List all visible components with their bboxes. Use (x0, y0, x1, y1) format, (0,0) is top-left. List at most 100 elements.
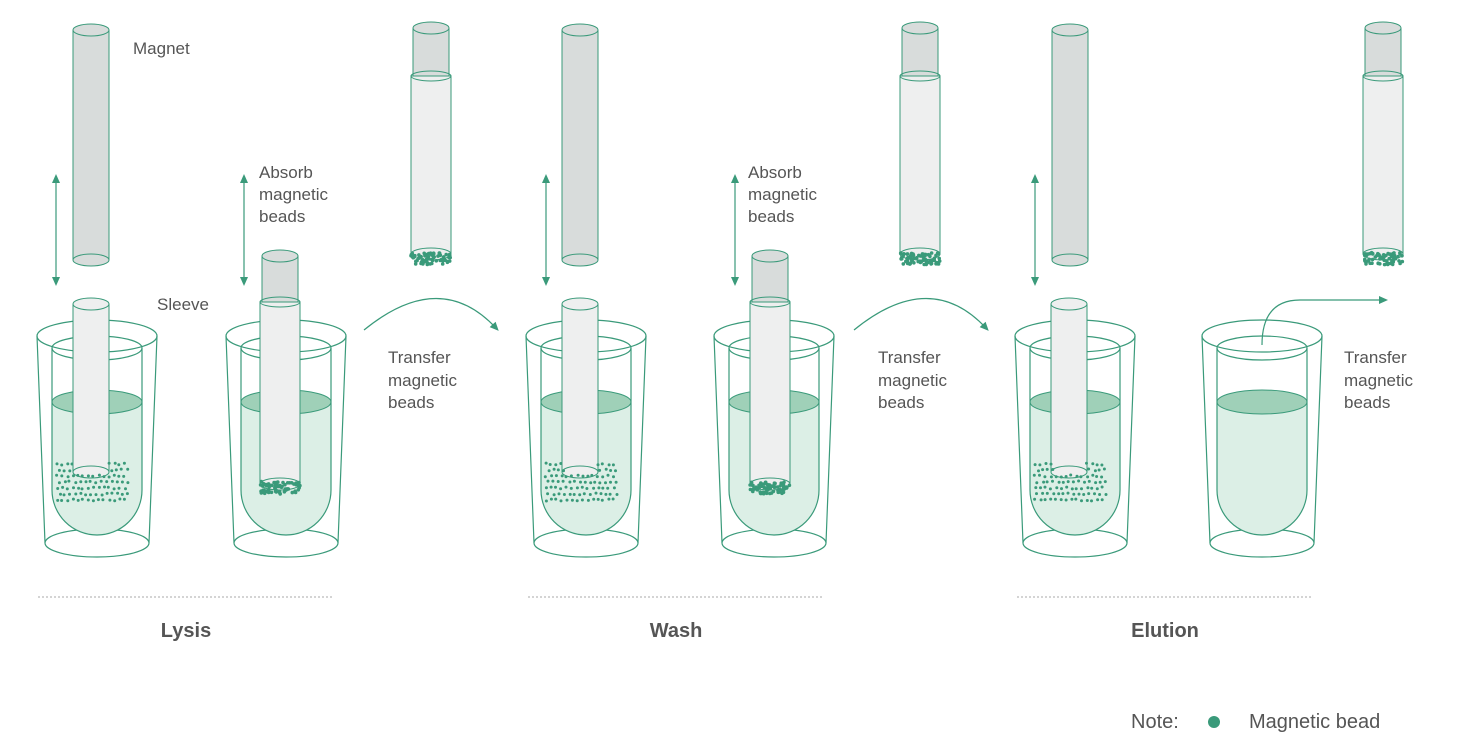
magnetic-bead (544, 499, 548, 503)
magnetic-bead (588, 493, 592, 496)
magnetic-bead (1041, 491, 1045, 495)
magnetic-bead (1035, 481, 1039, 485)
magnetic-bead (124, 487, 127, 491)
transfer-label-3: Transfer magnetic beads (1344, 348, 1413, 412)
magnetic-bead (66, 462, 70, 466)
sleeve-rod-2 (561, 297, 599, 479)
magnetic-bead (759, 483, 764, 488)
magnetic-bead (776, 490, 780, 495)
tube-outer-body (1201, 335, 1323, 544)
magnet-top (412, 21, 450, 35)
magnetic-bead (441, 255, 446, 259)
svg-text:beads: beads (388, 393, 434, 412)
magnetic-bead (107, 461, 111, 465)
magnetic-bead (263, 482, 268, 487)
magnetic-bead (906, 255, 910, 260)
magnetic-bead (570, 498, 574, 502)
magnetic-bead (80, 474, 84, 478)
magnetic-bead (1087, 492, 1091, 496)
dispersed-beads (1032, 461, 1108, 503)
magnetic-bead (97, 473, 101, 477)
magnetic-bead (440, 262, 445, 266)
magnetic-bead (55, 473, 59, 477)
magnet-bottom (1051, 253, 1089, 267)
magnetic-bead (1049, 462, 1053, 466)
magnetic-bead (258, 483, 263, 487)
svg-text:Absorb: Absorb (748, 163, 802, 182)
magnetic-bead (757, 486, 761, 490)
magnetic-bead (549, 485, 553, 489)
magnetic-bead (262, 491, 267, 495)
magnetic-bead (1075, 474, 1079, 478)
magnetic-bead (117, 486, 121, 490)
magnetic-bead (548, 463, 552, 466)
magnetic-bead (926, 252, 931, 257)
bead-cluster (748, 480, 792, 496)
magnetic-bead (568, 480, 572, 484)
magnet-top (561, 23, 599, 37)
magnetic-bead (1035, 492, 1038, 496)
magnetic-bead (775, 485, 780, 489)
magnetic-bead (1044, 462, 1048, 465)
magnetic-bead (112, 473, 116, 477)
magnetic-bead (1098, 493, 1102, 496)
magnetic-bead (1043, 498, 1047, 502)
sleeve-body (1362, 75, 1404, 255)
magnet-top (1051, 23, 1089, 37)
absorb-label-1: Absorb magnetic beads (259, 163, 328, 226)
magnetic-bead (110, 479, 114, 483)
magnetic-bead (1079, 475, 1083, 479)
magnetic-bead (120, 492, 124, 496)
magnetic-bead (421, 258, 425, 262)
magnetic-bead (556, 480, 560, 483)
svg-text:beads: beads (259, 207, 305, 226)
sleeve-bottom (1050, 465, 1088, 479)
magnetic-bead (763, 480, 768, 485)
magnetic-bead (100, 493, 104, 497)
magnetic-bead (1049, 475, 1053, 479)
magnetic-bead (1095, 463, 1099, 467)
magnetic-bead (60, 474, 64, 478)
sleeve-top-rim (749, 296, 791, 308)
magnetic-bead (1038, 473, 1041, 477)
magnetic-bead (97, 485, 101, 489)
svg-text:magnetic: magnetic (748, 185, 817, 204)
magnetic-bead (1095, 475, 1099, 478)
magnetic-bead (1087, 479, 1091, 483)
magnet-body (1051, 29, 1089, 261)
sleeve-top-rim (259, 296, 301, 308)
magnet-bottom (561, 253, 599, 267)
magnetic-bead (269, 490, 274, 495)
svg-text:Transfer: Transfer (878, 348, 941, 367)
magnetic-bead (101, 498, 105, 502)
magnetic-bead (259, 479, 264, 484)
magnetic-bead (606, 486, 610, 490)
magnetic-bead (554, 474, 558, 478)
magnetic-bead (74, 481, 78, 485)
magnetic-bead (126, 467, 130, 471)
magnetic-bead (589, 481, 593, 485)
magnetic-bead (1074, 497, 1078, 501)
magnetic-bead (448, 255, 453, 260)
magnetic-bead (564, 475, 568, 479)
magnetic-bead (1370, 257, 1375, 262)
magnetic-bead (428, 262, 432, 266)
magnetic-bead (94, 481, 98, 485)
magnetic-bead (782, 480, 786, 485)
magnetic-bead (585, 487, 589, 490)
magnetic-bead (1057, 492, 1061, 496)
sleeve-top (72, 297, 110, 311)
transfer-label-2: Transfer magnetic beads (878, 348, 947, 412)
magnetic-bead (282, 490, 287, 494)
magnetic-bead (56, 498, 60, 502)
magnetic-bead (68, 492, 71, 496)
magnetic-bead (115, 480, 119, 484)
magnetic-bead (1074, 487, 1078, 491)
magnetic-bead (543, 475, 547, 479)
magnetic-bead (569, 474, 573, 478)
magnetic-bead (901, 262, 906, 266)
magnetic-bead (437, 251, 442, 255)
magnetic-bead (596, 497, 600, 501)
magnetic-bead (898, 251, 903, 255)
